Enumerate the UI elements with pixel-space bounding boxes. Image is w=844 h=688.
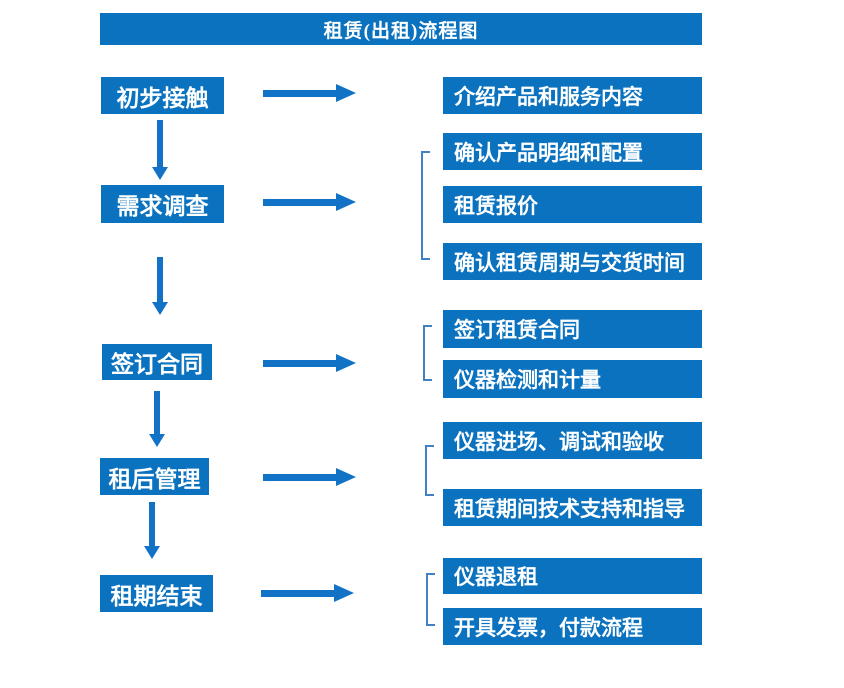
- step-box-demand-survey: 需求调查: [101, 185, 224, 223]
- step-box-rental-end: 租期结束: [100, 575, 213, 612]
- arrow-right-icon: [261, 584, 354, 602]
- arrow-down-icon: [144, 502, 160, 559]
- detail-box-instrument-return: 仪器退租: [443, 558, 702, 594]
- step-box-post-rental-management: 租后管理: [100, 458, 209, 495]
- detail-box-instrument-setup-acceptance: 仪器进场、调试和验收: [443, 422, 702, 459]
- group-bracket: [426, 573, 435, 626]
- group-bracket: [425, 445, 434, 496]
- flowchart-title: 租赁(出租)流程图: [100, 13, 702, 45]
- detail-box-tech-support: 租赁期间技术支持和指导: [443, 489, 702, 526]
- detail-box-confirm-rental-period: 确认租赁周期与交货时间: [443, 243, 702, 280]
- detail-box-introduce-products: 介绍产品和服务内容: [443, 77, 702, 114]
- detail-box-instrument-testing: 仪器检测和计量: [443, 360, 702, 398]
- step-box-initial-contact: 初步接触: [101, 77, 224, 114]
- arrow-right-icon: [263, 193, 356, 211]
- detail-box-invoice-payment: 开具发票，付款流程: [443, 608, 702, 645]
- detail-box-confirm-product-details: 确认产品明细和配置: [443, 133, 702, 170]
- step-box-sign-contract: 签订合同: [102, 344, 212, 380]
- arrow-down-icon: [152, 257, 168, 315]
- arrow-right-icon: [263, 468, 356, 486]
- group-bracket: [421, 151, 430, 260]
- arrow-right-icon: [263, 84, 356, 102]
- group-bracket: [423, 325, 432, 381]
- arrow-down-icon: [152, 120, 168, 180]
- arrow-right-icon: [263, 354, 356, 372]
- detail-box-rental-quote: 租赁报价: [443, 186, 702, 223]
- detail-box-sign-rental-contract: 签订租赁合同: [443, 310, 702, 348]
- arrow-down-icon: [149, 391, 165, 447]
